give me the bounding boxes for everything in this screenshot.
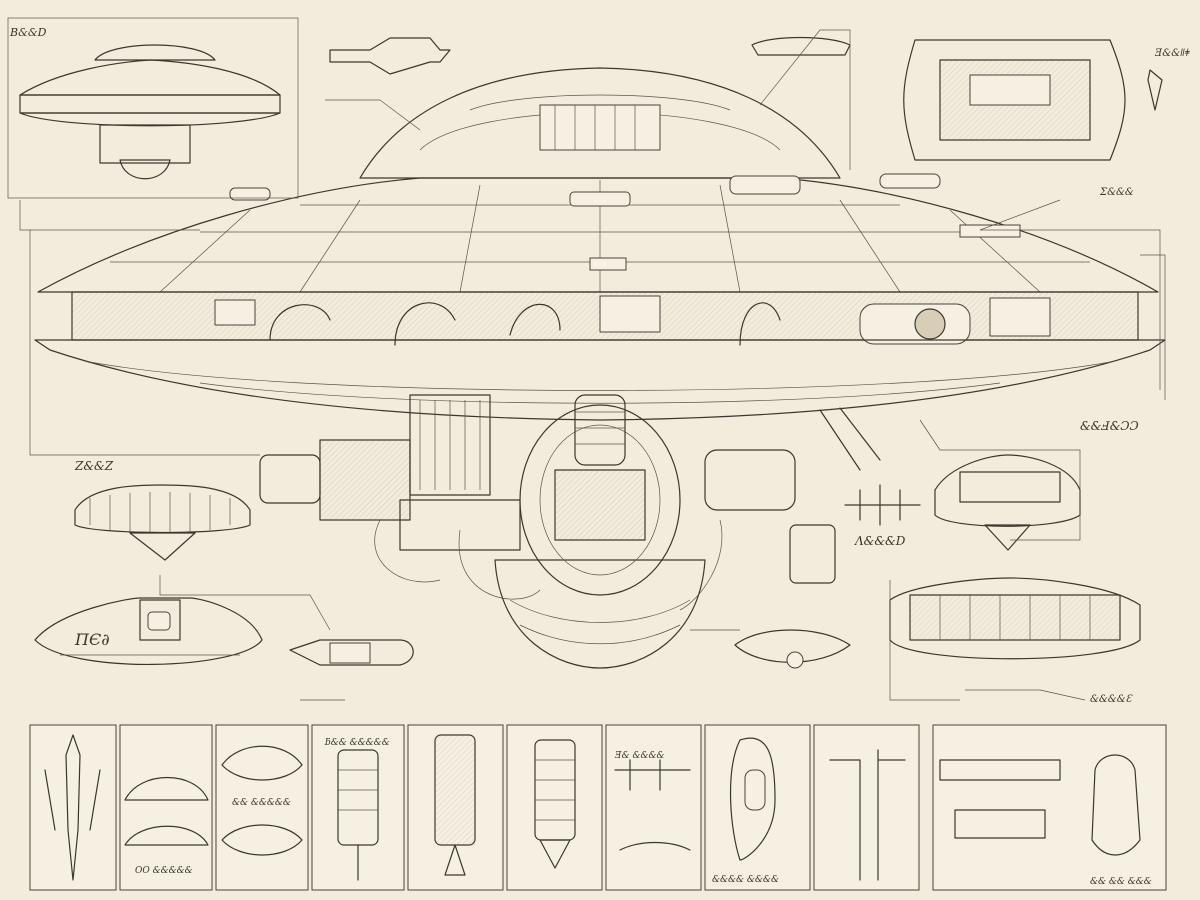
- detail-cutaway-top-right: Ǝ&&ǁǂ: [903, 39, 1190, 161]
- main-saucer: [34, 67, 1166, 421]
- label-far-right-tag: Ʃ&&&: [1099, 187, 1134, 198]
- part-panel-assembly: [932, 724, 1167, 891]
- core-sphere: [494, 394, 706, 669]
- leader-lines: [19, 29, 1166, 701]
- detail-pod-right-lower: Ʌ&&&D &&&&Ɛ Ʃ&&&: [734, 187, 1141, 705]
- strip-label-1: OO &&&&&: [135, 866, 193, 876]
- part-panel-blade: [29, 724, 117, 891]
- label-top-left-code: B&&D: [9, 26, 47, 39]
- dome-window: [539, 104, 661, 151]
- part-panel-rigging: [605, 724, 702, 891]
- detail-pod-right-upper: &&Ⅎ&ƆƆ: [934, 419, 1139, 551]
- detail-module-left-upper: Z&&Z: [74, 459, 251, 561]
- lower-hull: [34, 339, 1166, 421]
- detail-module-left-lower: ПЄ∂: [34, 597, 263, 666]
- label-right-mid-tag: &&Ⅎ&ƆƆ: [1080, 419, 1139, 433]
- part-panel-rods: [813, 724, 920, 891]
- nameplate-label: ПЄ∂: [74, 630, 109, 649]
- main-dome: [359, 67, 841, 179]
- label-cutaway-right: Ǝ&&ǁǂ: [1154, 48, 1190, 59]
- strip-label-2: && &&&&&: [232, 798, 291, 808]
- machinery-pipes: [214, 295, 1051, 346]
- detail-saucer-top-left: B&&D: [7, 17, 299, 199]
- strip-label-3: ƃ&& &&&&&: [324, 738, 390, 748]
- detail-capsule-center: [289, 639, 414, 666]
- label-left-tag: Z&&Z: [74, 459, 114, 473]
- underbelly-machinery: [259, 394, 921, 611]
- part-panel-capsule: [704, 724, 811, 891]
- part-panel-saucers: [215, 724, 309, 891]
- part-panel-hull-sections: [119, 724, 213, 891]
- part-panel-cylinder-c: [506, 724, 603, 891]
- detail-probe-top: [329, 36, 851, 75]
- label-right-tag: Ʌ&&&D: [854, 534, 906, 548]
- label-bottom-right-tag: &&&&Ɛ: [1090, 694, 1133, 705]
- strip-label-4: Ǝ& &&&&: [614, 751, 665, 761]
- parts-strip: OO &&&&& && &&&&& ƃ&& &&&&& Ǝ& &&&& &&&&…: [29, 724, 1167, 891]
- strip-label-5: &&&& &&&&: [712, 875, 779, 885]
- strip-label-6: && && &&&: [1090, 877, 1152, 887]
